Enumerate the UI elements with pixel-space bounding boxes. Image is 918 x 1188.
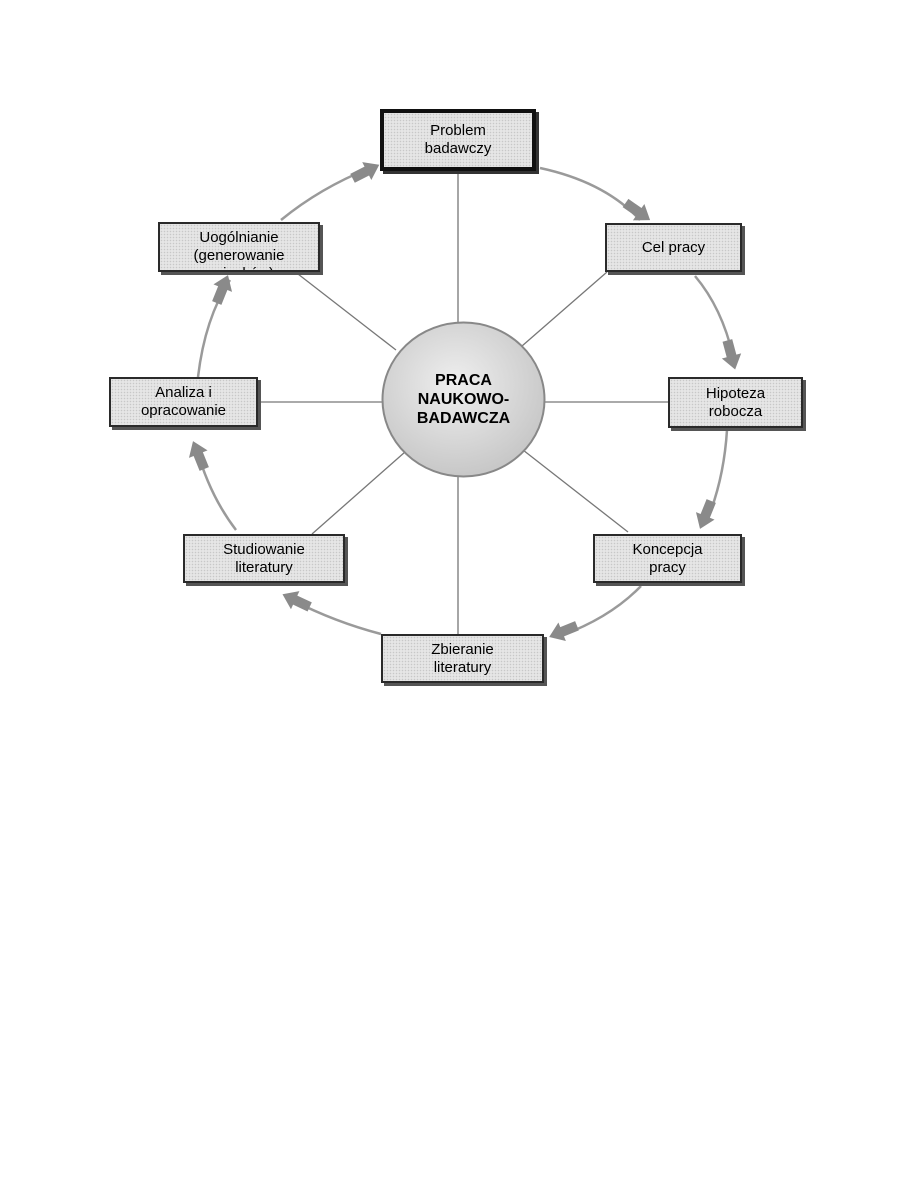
node-koncepcja-label: Koncepcja pracy	[632, 540, 703, 576]
arrow-to-uogolnianie	[212, 275, 233, 305]
node-cel-pracy: Cel pracy	[605, 223, 742, 272]
node-problem-badawczy: Problem badawczy	[380, 109, 536, 171]
node-zbieranie-literatury: Zbieranie literatury	[381, 634, 544, 683]
arrow-to-studiowanie	[282, 591, 312, 612]
node-analiza-i-opracowanie: Analiza i opracowanie pracy	[109, 377, 258, 427]
node-uogolnianie: Uogólnianie (generowanie wniosków)	[158, 222, 320, 272]
arrow-to-problem	[350, 162, 380, 183]
arrow-to-hipoteza	[721, 339, 742, 370]
center-label: PRACA NAUKOWO- BADAWCZA	[382, 322, 545, 477]
spoke-studiowanie	[311, 451, 406, 535]
center-circle	[381, 321, 546, 478]
arrow-to-cel	[622, 198, 651, 221]
spoke-cel	[521, 271, 608, 347]
arrow-to-koncepcja	[695, 499, 716, 529]
spoke-uogolnianie	[297, 273, 397, 351]
ring-problem-cel	[539, 166, 641, 221]
node-analiza-label: Analiza i opracowanie pracy	[140, 384, 227, 425]
node-cel-label: Cel pracy	[641, 238, 706, 256]
node-koncepcja-pracy: Koncepcja pracy	[593, 534, 742, 583]
node-problem-label: Problem badawczy	[424, 122, 492, 157]
node-studiowanie-literatury: Studiowanie literatury	[183, 534, 345, 583]
cycle-arrows	[188, 162, 742, 642]
node-studiowanie-label: Studiowanie literatury	[223, 540, 305, 576]
center-label-text: PRACA NAUKOWO- BADAWCZA	[416, 372, 511, 427]
spokes	[260, 171, 669, 634]
node-uogolnianie-label: Uogólnianie (generowanie wniosków)	[193, 229, 285, 270]
arrow-to-zbieranie	[549, 621, 579, 642]
node-hipoteza-robocza: Hipoteza robocza	[668, 377, 803, 428]
spoke-koncepcja	[522, 449, 629, 533]
arrow-to-analiza	[188, 441, 209, 471]
node-hipoteza-label: Hipoteza robocza	[705, 384, 766, 420]
node-zbieranie-label: Zbieranie literatury	[431, 640, 494, 676]
